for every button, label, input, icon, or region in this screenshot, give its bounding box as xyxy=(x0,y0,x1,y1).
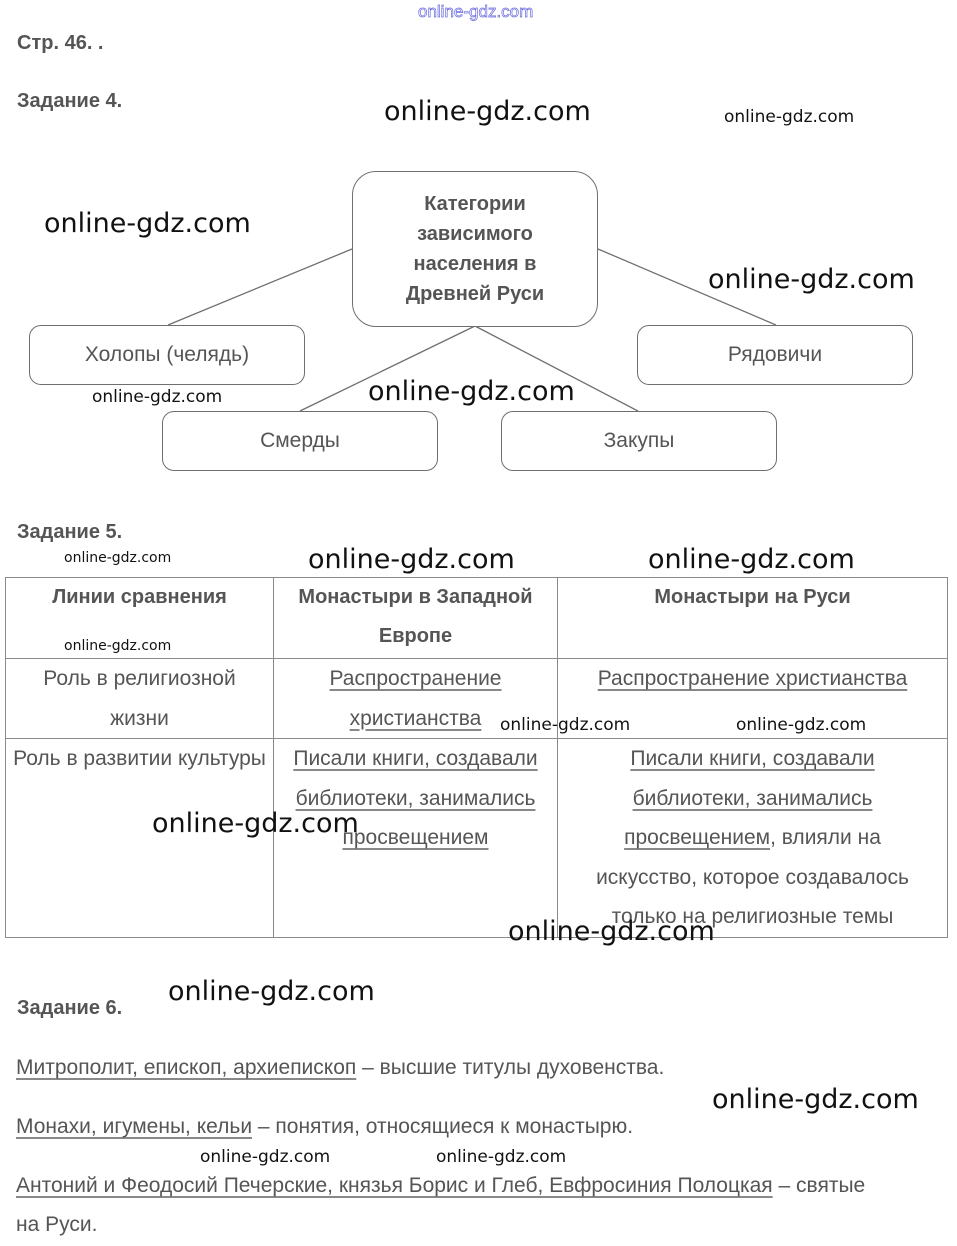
watermark-text: online-gdz.com xyxy=(712,1084,919,1115)
watermark-text: online-gdz.com xyxy=(708,264,915,295)
watermark-text: online-gdz.com xyxy=(152,808,359,839)
diagram-center-node: Категории зависимого населения в Древней… xyxy=(352,171,598,327)
rus-answer: Писали книги, создавали библиотеки, зани… xyxy=(624,747,875,849)
connector-kholopy xyxy=(167,248,353,326)
category-label: Закупы xyxy=(603,429,675,452)
west-answer: Писали книги, создавали библиотеки, зани… xyxy=(293,747,538,849)
watermark-text: online-gdz.com xyxy=(168,976,375,1007)
page-reference: Стр. 46. . xyxy=(17,32,104,54)
connector-ryadovichi xyxy=(597,248,777,326)
connector-zakupy xyxy=(474,325,639,412)
watermark-text: online-gdz.com xyxy=(64,550,172,566)
task6-term: Митрополит, епископ, архиепископ xyxy=(16,1056,357,1079)
diagram-connectors xyxy=(167,248,777,412)
watermark-text: online-gdz.com xyxy=(92,387,223,407)
category-label: Смерды xyxy=(260,429,340,452)
connector-smerdy xyxy=(299,325,476,412)
watermark-text: online-gdz.com xyxy=(308,544,515,575)
header-comparison-lines: Линии сравнения xyxy=(5,577,274,659)
west-answer: Распространение христианства xyxy=(329,667,502,730)
task6-definition: – высшие титулы духовенства. xyxy=(356,1056,665,1079)
table-row: Роль в развитии культуры Писали книги, с… xyxy=(5,738,948,938)
table-row: Роль в религиозной жизни Распространение… xyxy=(5,658,948,739)
watermark-text: online-gdz.com xyxy=(200,1147,331,1167)
row-line-cell: Роль в религиозной жизни xyxy=(5,658,274,739)
watermark-text: online-gdz.com xyxy=(648,544,855,575)
top-watermark: online-gdz.com xyxy=(418,2,534,22)
task5-title: Задание 5. xyxy=(17,521,123,543)
row-rus-cell: Распространение христианства xyxy=(557,658,948,739)
watermark-text: online-gdz.com xyxy=(384,96,591,127)
category-ryadovichi: Рядовичи xyxy=(637,325,913,385)
task6-item-1: Митрополит, епископ, архиепископ – высши… xyxy=(16,1048,916,1087)
watermark-text: online-gdz.com xyxy=(500,715,631,735)
task4-title: Задание 4. xyxy=(17,90,123,112)
task6-definition: – понятия, относящиеся к монастырю. xyxy=(252,1115,634,1138)
watermark-text: online-gdz.com xyxy=(368,376,575,407)
task6-item-3: Антоний и Феодосий Печерские, князья Бор… xyxy=(16,1166,886,1244)
task6-term: Антоний и Феодосий Печерские, князья Бор… xyxy=(16,1174,773,1197)
center-line-2: зависимого xyxy=(417,223,533,245)
comparison-table: Линии сравнения Монастыри в Западной Евр… xyxy=(5,577,948,938)
task6-item-2: Монахи, игумены, кельи – понятия, относя… xyxy=(16,1107,916,1146)
watermark-text: online-gdz.com xyxy=(724,107,855,127)
task6-term: Монахи, игумены, кельи xyxy=(16,1115,253,1138)
center-line-1: Категории xyxy=(424,193,526,215)
category-zakupy: Закупы xyxy=(501,411,777,471)
rus-answer-rest: , влияли на искусство, которое создавало… xyxy=(596,826,909,928)
rus-answer: Распространение христианства xyxy=(597,667,908,690)
watermark-text: online-gdz.com xyxy=(44,208,251,239)
watermark-text: online-gdz.com xyxy=(64,638,172,654)
table-header-row: Линии сравнения Монастыри в Западной Евр… xyxy=(5,577,948,659)
center-line-4: Древней Руси xyxy=(405,283,545,305)
task6-definition: – святые на Руси. xyxy=(16,1174,866,1236)
watermark-text: online-gdz.com xyxy=(436,1147,567,1167)
watermark-text: online-gdz.com xyxy=(508,916,715,947)
row-west-cell: Писали книги, создавали библиотеки, зани… xyxy=(273,738,558,938)
category-kholopy: Холопы (челядь) xyxy=(29,325,305,385)
category-label: Рядовичи xyxy=(727,343,823,366)
row-rus-cell: Писали книги, создавали библиотеки, зани… xyxy=(557,738,948,938)
task6-title: Задание 6. xyxy=(17,997,123,1019)
category-label: Холопы (челядь) xyxy=(84,343,250,366)
category-smerdy: Смерды xyxy=(162,411,438,471)
row-west-cell: Распространение христианства xyxy=(273,658,558,739)
watermark-text: online-gdz.com xyxy=(736,715,867,735)
center-line-3: населения в xyxy=(413,253,537,275)
header-western-monasteries: Монастыри в Западной Европе xyxy=(273,577,558,659)
header-rus-monasteries: Монастыри на Руси xyxy=(557,577,948,659)
